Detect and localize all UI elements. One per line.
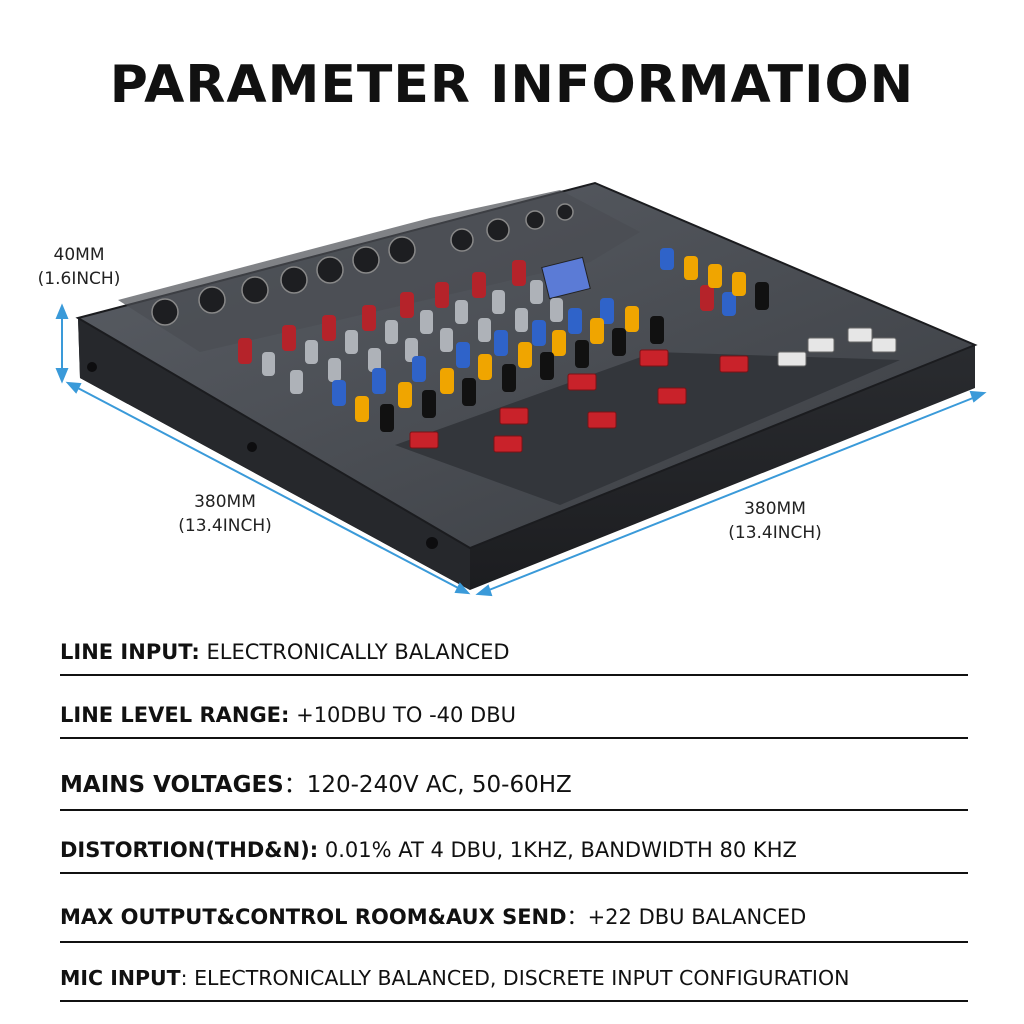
spec-mains-voltages: MAINS VOLTAGES：120-240V AC, 50-60HZ <box>60 765 968 811</box>
mixer-illustration <box>55 181 987 597</box>
width-dimension-label: 380MM (13.4INCH) <box>728 499 822 543</box>
spec-distortion: DISTORTION(THD&N): 0.01% AT 4 DBU, 1KHZ,… <box>60 838 968 874</box>
height-dimension-label: 40MM (1.6INCH) <box>37 245 121 289</box>
spec-line-level-range: LINE LEVEL RANGE: +10DBU TO -40 DBU <box>60 703 968 739</box>
channel-knobs <box>238 248 769 432</box>
depth-dimension-label: 380MM (13.4INCH) <box>178 492 272 536</box>
page-title: PARAMETER INFORMATION <box>109 55 915 115</box>
spec-line-input: LINE INPUT: ELECTRONICALLY BALANCED <box>60 640 968 676</box>
spec-max-output: MAX OUTPUT&CONTROL ROOM&AUX SEND：+22 DBU… <box>60 901 968 943</box>
input-jacks <box>151 203 574 326</box>
dimension-arrows <box>55 303 987 597</box>
spec-mic-input: MIC INPUT: ELECTRONICALLY BALANCED, DISC… <box>60 966 968 1002</box>
faders <box>409 349 749 453</box>
